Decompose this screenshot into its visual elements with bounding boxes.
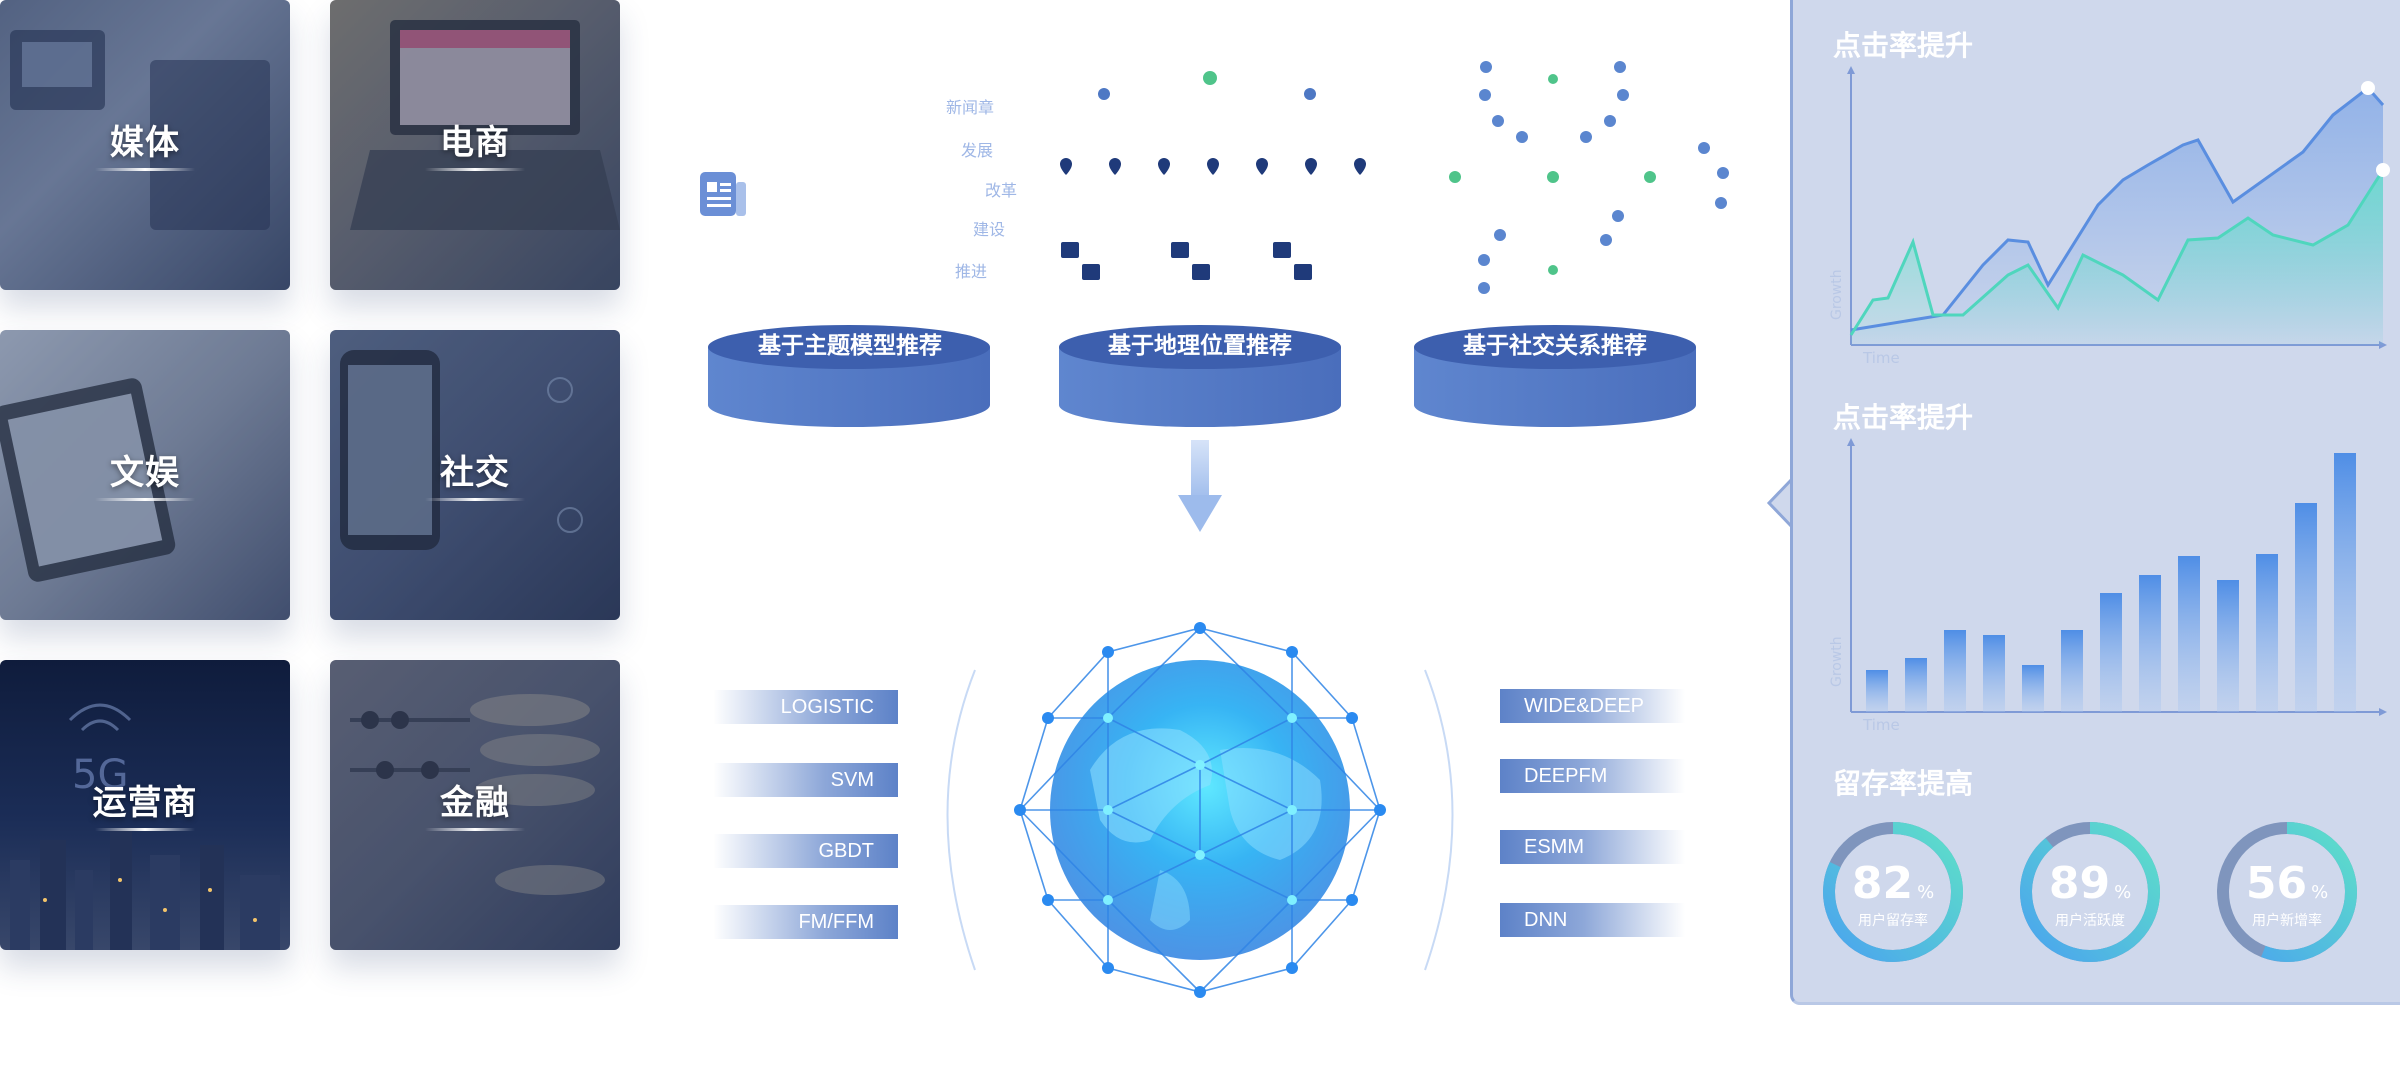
algorithm-tag: DNN <box>1500 903 1685 937</box>
industry-label: 媒体 <box>110 123 180 163</box>
algorithm-tag: DEEPFM <box>1500 759 1685 793</box>
disks <box>708 325 1696 427</box>
laptop-photo-icon <box>330 0 620 290</box>
document-icon <box>700 172 746 216</box>
industry-label: 金融 <box>440 783 510 823</box>
bars <box>1866 453 2356 712</box>
ring-value: 89% <box>2048 858 2132 909</box>
method-label: 基于地理位置推荐 <box>1108 333 1292 359</box>
media-photo-icon <box>0 0 290 290</box>
algorithm-tag: FM/FFM <box>713 905 898 939</box>
industry-label: 文娱 <box>110 453 180 493</box>
coins-abacus-photo-icon <box>330 660 620 950</box>
ring-value: 82% <box>1851 858 1935 909</box>
algorithm-tag: LOGISTIC <box>713 690 898 724</box>
ring-label: 用户活跃度 <box>2055 913 2125 929</box>
algorithm-tag: ESMM <box>1500 830 1685 864</box>
industry-tile-finance[interactable]: 金融 <box>330 660 620 950</box>
bar-chart-title: 点击率提升 <box>1833 401 1974 434</box>
globe-network-icon <box>946 622 1454 998</box>
keyword: 建设 <box>973 220 1006 239</box>
bar-chart: Growth Time <box>1829 438 2387 732</box>
keyword: 推进 <box>955 262 988 281</box>
ring-label: 用户新增率 <box>2252 913 2322 929</box>
disk-2 <box>1059 325 1341 427</box>
down-arrow-icon <box>1178 440 1222 532</box>
dot-icon <box>1203 71 1217 85</box>
underline <box>425 498 525 501</box>
city-5g-photo-icon: 5G <box>10 703 280 950</box>
ring-3 <box>2217 822 2357 962</box>
ring-1 <box>1823 822 1963 962</box>
ring-label: 用户留存率 <box>1858 913 1928 929</box>
tablet-photo-icon <box>0 330 290 620</box>
x-axis-label: Time <box>1862 349 1900 367</box>
map-pin-icons <box>1060 158 1366 175</box>
ring-value: 56% <box>2245 858 2329 909</box>
underline <box>95 168 195 171</box>
algorithm-tag: SVM <box>713 763 898 797</box>
metrics-panel: 点击率提升 Growth Time 点击率提升 <box>1790 0 2400 1005</box>
dot-icon <box>1098 88 1110 100</box>
location-cluster <box>1060 71 1366 280</box>
svg-text:5G: 5G <box>72 752 128 798</box>
industry-tile-carrier[interactable]: 5G 运营商 <box>0 660 290 950</box>
package-icons <box>1061 242 1312 280</box>
dot-icon <box>1304 88 1316 100</box>
industry-label: 运营商 <box>92 783 198 823</box>
algorithm-tag: WIDE&DEEP <box>1500 689 1685 723</box>
keyword: 改革 <box>985 181 1018 200</box>
retention-title: 留存率提高 <box>1833 767 1974 800</box>
disk-3 <box>1414 325 1696 427</box>
underline <box>95 828 195 831</box>
method-label: 基于社交关系推荐 <box>1463 333 1647 359</box>
underline <box>95 498 195 501</box>
disk-1 <box>708 325 990 427</box>
industry-tile-entertainment[interactable]: 文娱 <box>0 330 290 620</box>
industry-label: 电商 <box>440 123 510 163</box>
method-label: 基于主题模型推荐 <box>758 333 942 359</box>
retention-rings <box>1823 822 2357 962</box>
x-axis-label: Time <box>1862 716 1900 732</box>
ring-2 <box>2020 822 2160 962</box>
industry-label: 社交 <box>440 453 510 493</box>
phone-photo-icon <box>330 330 620 620</box>
industry-tile-ecommerce[interactable]: 电商 <box>330 0 620 290</box>
underline <box>425 828 525 831</box>
line-chart: Growth Time <box>1829 66 2390 367</box>
y-axis-label: Growth <box>1829 269 1845 320</box>
keyword: 新闻章 <box>946 98 995 117</box>
industry-tile-social[interactable]: 社交 <box>330 330 620 620</box>
line-chart-title: 点击率提升 <box>1833 29 1974 62</box>
y-axis-label: Growth <box>1829 636 1845 687</box>
keyword: 发展 <box>961 141 994 160</box>
algorithm-tag: GBDT <box>713 834 898 868</box>
social-network-cluster <box>1449 61 1729 294</box>
industry-tile-media[interactable]: 媒体 <box>0 0 290 290</box>
underline <box>425 168 525 171</box>
